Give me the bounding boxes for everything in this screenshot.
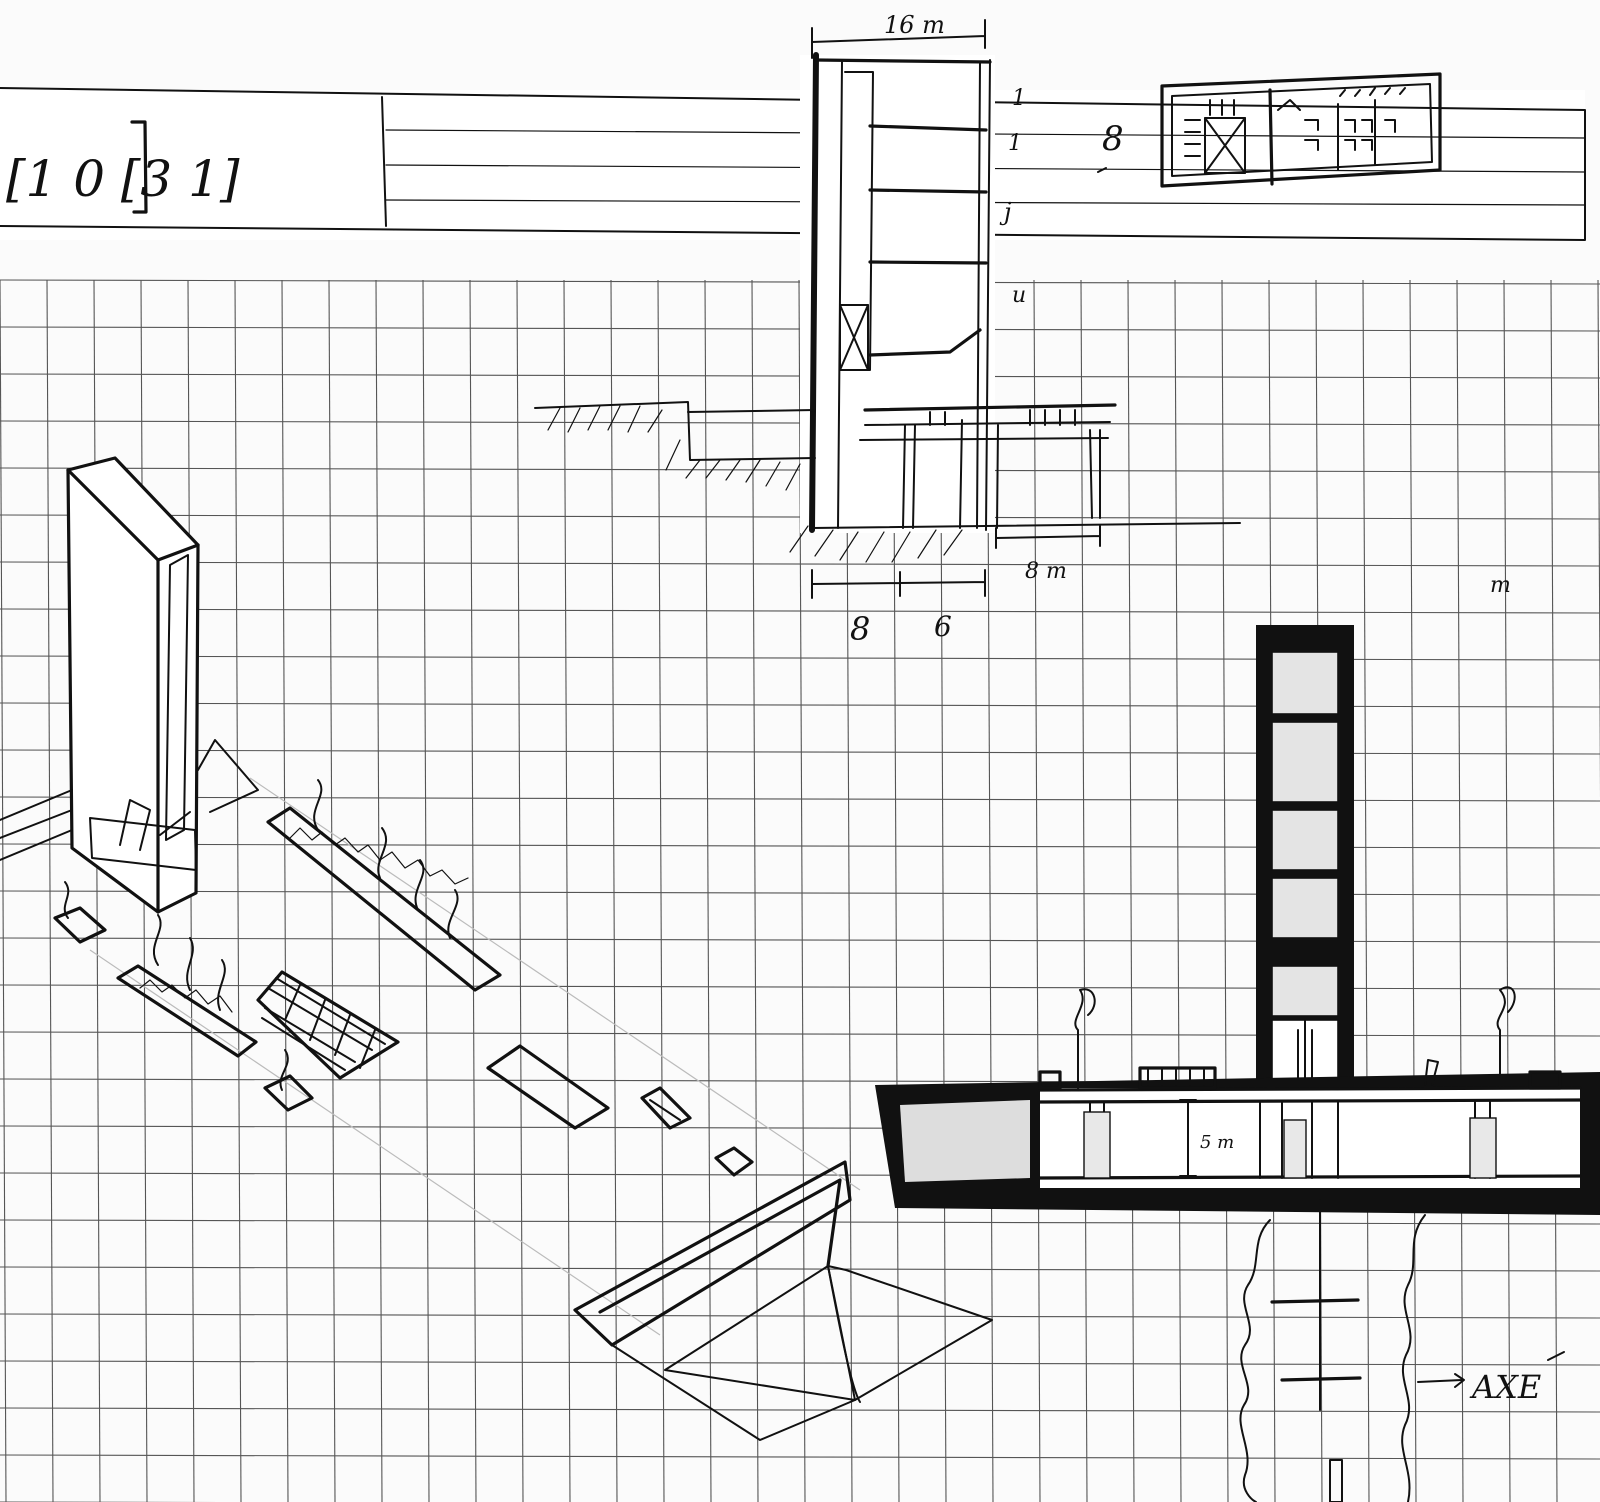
grid-line-vertical: [1362, 279, 1370, 1502]
grid-line-horizontal: [0, 1266, 1600, 1272]
grid-line-vertical: [1597, 279, 1600, 800]
grid-line-vertical: [1174, 279, 1182, 1502]
grid-line-vertical: [516, 279, 524, 1502]
grid-line-vertical: [610, 279, 618, 1502]
grid-line-vertical: [328, 279, 336, 1502]
grid-line-vertical: [1221, 279, 1229, 1502]
grid-line-vertical: [657, 279, 665, 1502]
grid-line-horizontal: [0, 1219, 1600, 1225]
section-right-dimension: 8 m: [1025, 559, 1067, 584]
corner-note: m: [1490, 573, 1511, 598]
section-bottom-dim-2: 6: [934, 610, 952, 643]
building-section: 16 m 1 1 j u 8 6 8 m: [534, 11, 1241, 648]
sheet-number-bracket: [130, 120, 148, 214]
grid-line-vertical: [422, 279, 430, 1502]
axonometric-site: [0, 456, 993, 1441]
grid-line-vertical: [1409, 279, 1417, 1502]
basement-height-note: 5 m: [1200, 1132, 1234, 1153]
grid-line-horizontal: [0, 890, 1600, 896]
grid-line-vertical: [1080, 279, 1088, 1502]
sheet-number: [1 0 [3 1]: [6, 150, 240, 208]
grid-line-vertical: [704, 279, 712, 1502]
grid-line-horizontal: [0, 655, 1600, 661]
grid-line-vertical: [1456, 279, 1464, 1502]
floor-mark-4: u: [1012, 283, 1026, 308]
grid-line-horizontal: [0, 1407, 1600, 1413]
grid-line-vertical: [1550, 279, 1558, 1502]
grid-line-horizontal: [0, 1313, 1600, 1319]
elevation-section: 5 m AXE: [875, 625, 1600, 1502]
grid-line-horizontal: [0, 937, 1600, 943]
plan-left-dimension: 8: [1102, 119, 1124, 159]
grid-line-vertical: [563, 279, 571, 1502]
title-block: [1 0 [3 1]: [0, 87, 1586, 241]
grid-line-horizontal: [0, 702, 1600, 708]
grid-line-horizontal: [0, 561, 1600, 567]
grid-line-horizontal: [0, 608, 1600, 614]
floor-mark-1: 1: [1012, 86, 1026, 111]
grid-line-horizontal: [0, 1360, 1600, 1366]
grid-line-vertical: [751, 279, 759, 1502]
section-bottom-dim-1: 8: [850, 610, 870, 648]
section-top-dimension: 16 m: [884, 11, 945, 39]
grid-line-horizontal: [0, 843, 1600, 849]
grid-line-vertical: [234, 279, 242, 1502]
grid-line-vertical: [1503, 279, 1511, 1502]
grid-line-vertical: [281, 279, 289, 1502]
floor-mark-2: 1: [1008, 131, 1022, 156]
grid-line-vertical: [375, 279, 383, 1502]
grid-line-vertical: [1127, 279, 1135, 1502]
grid-line-horizontal: [0, 984, 1600, 990]
small-plan: 8: [1097, 72, 1442, 188]
grid-line-horizontal: [0, 1454, 1600, 1460]
grid-line-vertical: [469, 279, 477, 1502]
grid-line-vertical: [1033, 279, 1041, 1502]
grid-line-horizontal: [0, 749, 1600, 755]
axis-label: AXE: [1469, 1368, 1541, 1406]
